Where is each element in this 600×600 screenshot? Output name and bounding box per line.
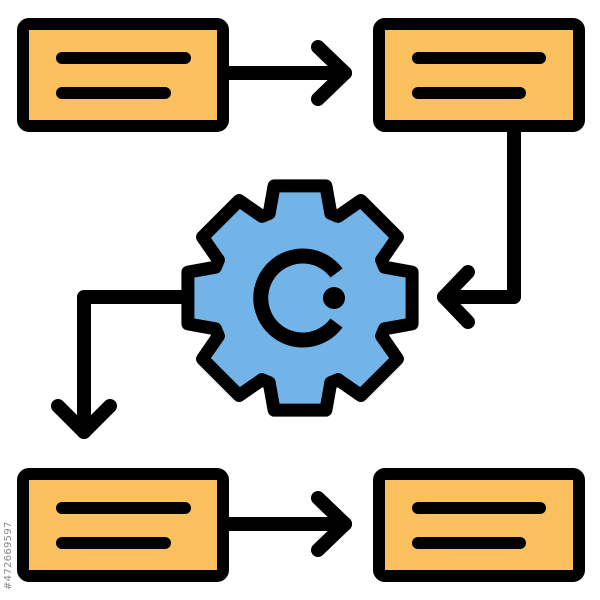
gear-icon bbox=[181, 179, 419, 417]
connector-bottom bbox=[215, 491, 352, 557]
block-top-right bbox=[373, 18, 585, 132]
gear-inner-ring-dot bbox=[323, 287, 345, 309]
connector-right-down bbox=[437, 120, 521, 329]
stock-id-text: #472669597 bbox=[3, 521, 14, 590]
block-top-left bbox=[17, 18, 229, 132]
connector-top bbox=[215, 40, 352, 106]
block-bottom-right bbox=[373, 468, 585, 582]
connector-left-down bbox=[51, 290, 201, 439]
gear-inner-ring bbox=[253, 248, 343, 348]
block-bottom-left bbox=[17, 468, 229, 582]
